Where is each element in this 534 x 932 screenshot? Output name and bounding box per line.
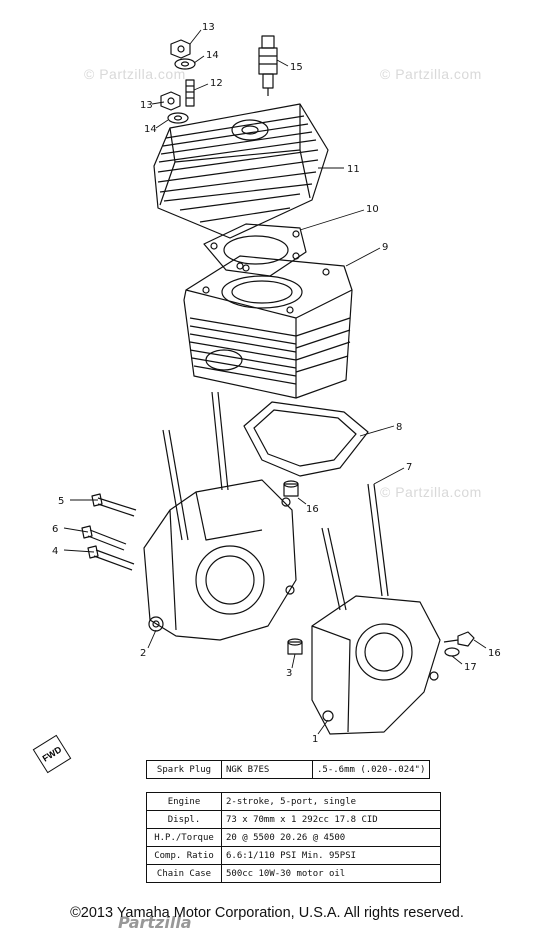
table-cell: 73 x 70mm x 1 292cc 17.8 CID <box>221 810 441 829</box>
callout-label: 11 <box>347 164 360 175</box>
cylinder-base-gasket-part[interactable] <box>243 401 369 477</box>
callout-label: 14 <box>206 50 219 61</box>
washer-part[interactable] <box>167 112 189 124</box>
cylinder-head-nut-part[interactable] <box>160 91 181 111</box>
callout-label: 5 <box>58 496 64 507</box>
callout-label: 8 <box>396 422 402 433</box>
callout-label: 7 <box>406 462 412 473</box>
head-gasket-part[interactable] <box>203 223 307 277</box>
table-row: Comp. Ratio 6.6:1/110 PSI Min. 95PSI <box>146 846 441 865</box>
table-row: Engine 2-stroke, 5-port, single <box>146 792 441 811</box>
callout-label: 4 <box>52 546 58 557</box>
callout-label: 2 <box>140 648 146 659</box>
callout-label: 9 <box>382 242 388 253</box>
crankcase-right-part[interactable] <box>311 483 441 735</box>
callout-label: 1 <box>312 734 318 745</box>
table-cell: Displ. <box>146 810 222 829</box>
crankcase-bolt-part[interactable] <box>91 493 137 517</box>
watermark: © Partzilla.com <box>380 484 482 500</box>
table-cell: Engine <box>146 792 222 811</box>
spark-plug-table: Spark Plug NGK B7ES .5-.6mm (.020-.024") <box>146 760 431 779</box>
callout-label: 15 <box>290 62 303 73</box>
watermark: © Partzilla.com <box>380 66 482 82</box>
table-cell: 2-stroke, 5-port, single <box>221 792 441 811</box>
table-row: Spark Plug NGK B7ES .5-.6mm (.020-.024") <box>146 760 431 779</box>
table-cell: .5-.6mm (.020-.024") <box>311 760 431 779</box>
washer-part[interactable] <box>174 58 196 70</box>
callout-label: 10 <box>366 204 379 215</box>
engine-spec-table: Engine 2-stroke, 5-port, single Displ. 7… <box>146 792 441 883</box>
callout-label: 6 <box>52 524 58 535</box>
drain-bolt-part[interactable] <box>443 631 475 647</box>
table-cell: NGK B7ES <box>221 760 313 779</box>
stud-bolt-part[interactable] <box>185 79 195 107</box>
callout-label: 14 <box>144 124 157 135</box>
table-cell: Spark Plug <box>146 760 222 779</box>
callout-label: 16 <box>306 504 319 515</box>
crankcase-bolt-part[interactable] <box>87 545 135 571</box>
table-cell: Comp. Ratio <box>146 846 222 865</box>
table-cell: 500cc 10W-30 motor oil <box>221 864 441 883</box>
table-cell: 6.6:1/110 PSI Min. 95PSI <box>221 846 441 865</box>
callout-label: 12 <box>210 78 223 89</box>
crankcase-left-part[interactable] <box>143 391 297 641</box>
copyright-notice: ©2013 Yamaha Motor Corporation, U.S.A. A… <box>70 905 464 921</box>
table-row: Displ. 73 x 70mm x 1 292cc 17.8 CID <box>146 810 441 829</box>
cylinder-part[interactable] <box>183 255 353 399</box>
dowel-pin-part[interactable] <box>283 480 299 497</box>
callout-label: 16 <box>488 648 501 659</box>
table-row: H.P./Torque 20 @ 5500 20.26 @ 4500 <box>146 828 441 847</box>
cylinder-head-part[interactable] <box>153 103 329 239</box>
callout-label: 13 <box>140 100 153 111</box>
washer-part[interactable] <box>444 647 460 657</box>
table-cell: H.P./Torque <box>146 828 222 847</box>
callout-label: 17 <box>464 662 477 673</box>
table-cell: 20 @ 5500 20.26 @ 4500 <box>221 828 441 847</box>
dowel-pin-part[interactable] <box>287 638 303 655</box>
table-row: Chain Case 500cc 10W-30 motor oil <box>146 864 441 883</box>
table-cell: Chain Case <box>146 864 222 883</box>
crankcase-bolt-part[interactable] <box>81 525 127 551</box>
spark-plug-part[interactable] <box>258 35 278 96</box>
cylinder-head-nut-part[interactable] <box>170 39 191 59</box>
partzilla-logo-watermark: Partzilla <box>118 913 192 932</box>
callout-label: 3 <box>286 668 292 679</box>
watermark: © Partzilla.com <box>84 66 186 82</box>
callout-label: 13 <box>202 22 215 33</box>
